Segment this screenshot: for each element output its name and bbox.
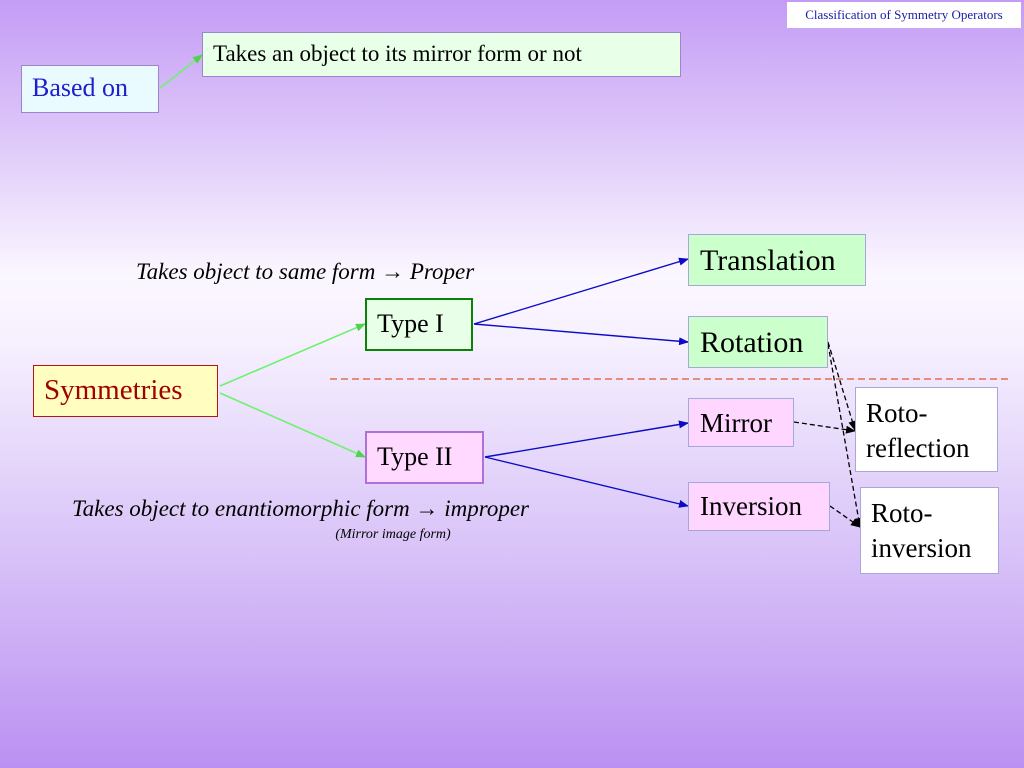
proper-description: Takes object to same form → Proper	[136, 259, 475, 284]
arrow-type-1-to-translation	[473, 257, 689, 325]
improper-description: Takes object to enantiomorphic form → im…	[72, 496, 529, 521]
arrow-type-2-to-inversion	[484, 456, 689, 508]
dashed-arrow-inversion-to-roto-inversion	[829, 505, 861, 528]
roto-inversion-line-1: Roto-	[871, 498, 933, 528]
roto-reflection-line-1: Roto-	[866, 398, 928, 428]
based-on-box: Based on	[21, 65, 159, 113]
roto-reflection-node: Roto- reflection	[855, 387, 998, 472]
symmetries-node: Symmetries	[33, 365, 218, 417]
arrow-type-2-to-mirror	[484, 420, 689, 458]
inversion-node: Inversion	[688, 482, 830, 531]
mirror-image-form-note: (Mirror image form)	[335, 527, 451, 542]
dashed-arrow-rotation-to-roto-reflection	[827, 341, 857, 431]
rotation-node: Rotation	[688, 316, 828, 368]
arrow-based-on-to-note	[159, 54, 203, 89]
type-1-node: Type I	[365, 298, 473, 351]
mirror-criterion-box: Takes an object to its mirror form or no…	[202, 32, 681, 77]
slide-title-badge: Classification of Symmetry Operators	[787, 2, 1021, 28]
roto-reflection-line-2: reflection	[866, 433, 970, 464]
roto-inversion-node: Roto- inversion	[860, 487, 999, 574]
arrow-symmetries-to-type-2	[219, 392, 366, 458]
mirror-node: Mirror	[688, 398, 794, 447]
type-2-node: Type II	[365, 431, 484, 484]
arrow-type-1-to-rotation	[473, 323, 689, 346]
arrow-symmetries-to-type-1	[219, 323, 366, 387]
dashed-arrow-rotation-to-roto-inversion	[827, 343, 863, 528]
roto-inversion-line-2: inversion	[871, 533, 972, 564]
translation-node: Translation	[688, 234, 866, 286]
dashed-arrow-mirror-to-roto-reflection	[793, 421, 856, 434]
